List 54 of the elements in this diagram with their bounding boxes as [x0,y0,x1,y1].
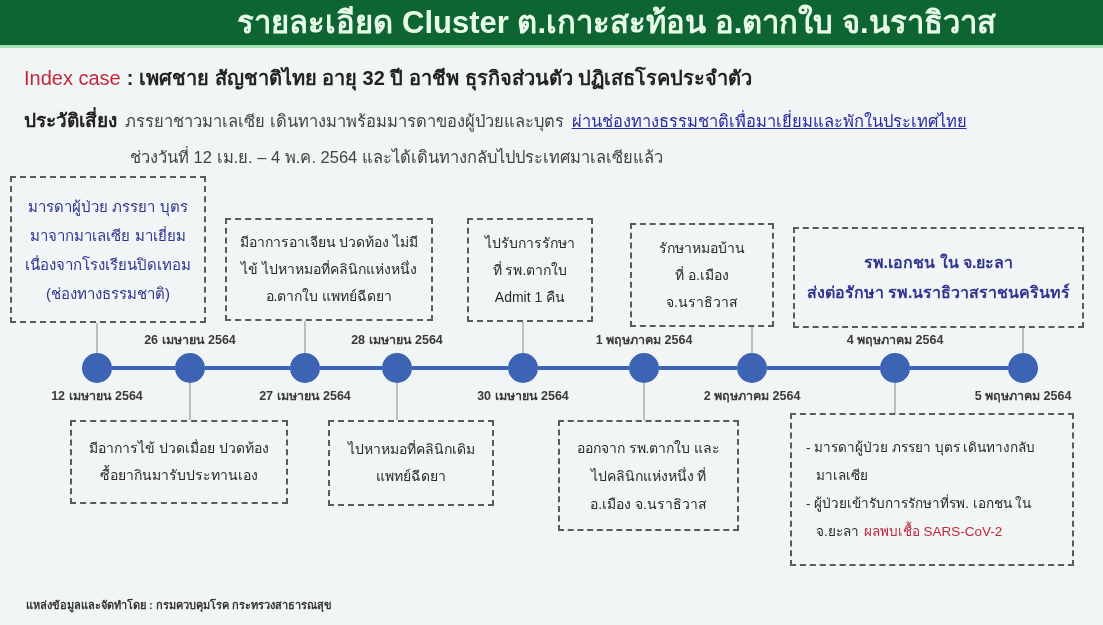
timeline-line [112,366,175,370]
source-note: แหล่งข้อมูลและจัดทำโดย : กรมควบคุมโรค กระทรวงสาธารณสุข [26,597,332,614]
event-box [70,420,288,504]
leader-line [643,382,645,421]
box-text: - มารดาผู้ป่วย ภรรยา บุตร เดินทางกลับมาเลเซีย [806,438,1037,485]
date-label: 12 เมษายน 2564 [51,388,143,404]
leader-line [751,326,753,354]
timeline-line [767,366,880,370]
box-text: - ผู้ป่วยเข้ารับการรักษาที่รพ. เอกชน ใน จ.ยะลา ผลพบเชื้อ SARS-CoV-2 [806,493,1033,541]
timeline-line [412,366,508,370]
box-text: มีอาการอาเจียน ปวดท้อง ไม่มีไข้ ไปหาหมอที่คลินิกแห่งหนึ่ง อ.ตากใบ แพทย์ฉีดยา [238,233,420,306]
box-text: รักษาหมอบ้านที่ อ.เมือง จ.นราธิวาส [658,238,746,312]
box-text: ไปรับการรักษาที่ รพ.ตากใบ Admit 1 คืน [483,233,576,307]
case-label: Index case [24,66,121,91]
date-label: 26 เมษายน 2564 [144,332,236,348]
event-box [225,218,433,321]
date-label: 28 เมษายน 2564 [351,332,443,348]
box-text: ไปหาหมอที่คลินิกเดิม แพทย์ฉีดยา [346,439,476,486]
event-box [793,227,1084,328]
timeline-line [538,366,629,370]
leader-line [1022,327,1024,354]
event-box [630,223,774,327]
case-details: : เพศชาย สัญชาติไทย อายุ 32 ปี อาชีพ ธุรกิจส่วนตัว ปฏิเสธโรคประจำตัว [126,65,753,93]
box-text: ส่งต่อรักษา รพ.นราธิวาสราชนครินทร์ [805,282,1072,303]
date-label: 2 พฤษภาคม 2564 [703,388,801,404]
underlined-link-text: ผ่านช่องทางธรรมชาติเพื่อมาเยี่ยมและพักในประเทศไทย [571,109,967,132]
box-text: มารดาผู้ป่วย ภรรยา บุตร มาจากมาเลเซีย มาเยี่ยม เนื่องจากโรงเรียนปิดเทอม (ช่องทางธรรมชาติ) [24,196,192,304]
box-text: ออกจาก รพ.ตากใบ และไปคลินิกแห่งหนึ่ง ที่ อ.เมือง จ.นราธิวาส [575,438,722,514]
leader-line [396,382,398,421]
leader-line [189,382,191,421]
leader-line [894,382,896,414]
leader-line [522,321,524,354]
date-label: 27 เมษายน 2564 [259,388,351,404]
date-label: 4 พฤษภาคม 2564 [846,332,944,348]
risk-history-label: ประวัติเสี่ยง [24,107,117,136]
event-box [328,420,494,506]
title: รายละเอียด Cluster ต.เกาะสะท้อน อ.ตากใบ จ.นราธิวาส [237,3,996,42]
date-label: 5 พฤษภาคม 2564 [974,388,1072,404]
leader-line [96,322,98,354]
date-range-text: ช่วงวันที่ 12 เม.ย. – 4 พ.ค. 2564 และได้เดินทางกลับไปประเทศมาเลเซียแล้ว [130,145,663,168]
date-label: 1 พฤษภาคม 2564 [595,332,693,348]
timeline-line [205,366,290,370]
timeline-line [320,366,382,370]
timeline-line [910,366,1008,370]
box-text: มีอาการไข้ ปวดเมื่อย ปวดท้อง ซื้อยากินมารับประทานเอง [88,438,270,485]
leader-line [304,320,306,354]
event-box [558,420,739,531]
risk-history-text: ภรรยาชาวมาเลเซีย เดินทางมาพร้อมมารดาของผู้ป่วยและบุตร [125,111,564,134]
event-box [10,176,206,323]
timeline-line [659,366,737,370]
box-text: รพ.เอกชน ใน จ.ยะลา [862,252,1015,273]
date-label: 30 เมษายน 2564 [477,388,569,404]
event-box [790,413,1074,566]
event-box [467,218,593,322]
